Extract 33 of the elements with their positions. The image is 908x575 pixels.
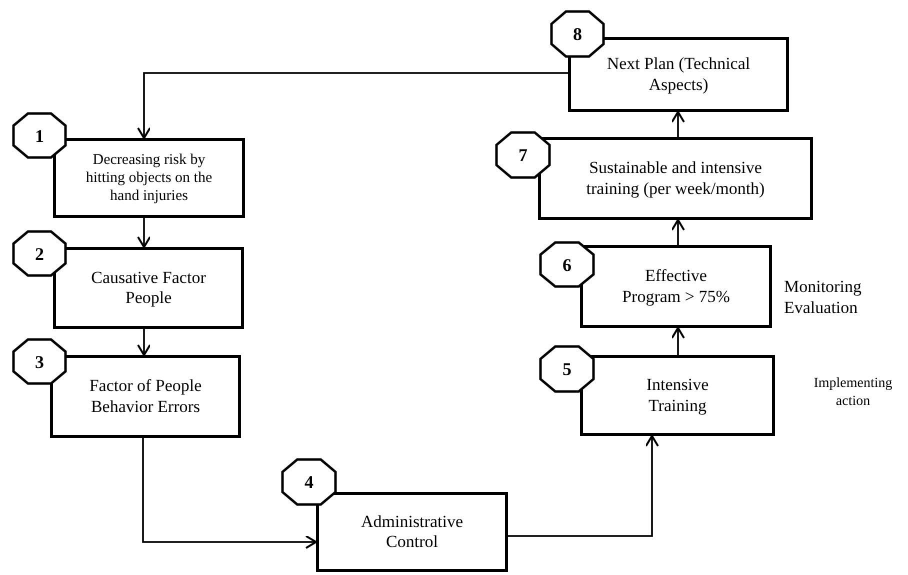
- side-note: Implementing action: [812, 375, 894, 410]
- box-text: Next Plan (Technical Aspects): [606, 54, 752, 95]
- process-box: [580, 355, 775, 436]
- box-text: Causative Factor People: [90, 268, 207, 308]
- arrow: [137, 218, 151, 248]
- box-text: Effective Program > 75%: [621, 266, 731, 307]
- box-text: Sustainable and intensive training (per week/month): [585, 158, 766, 199]
- arrow: [671, 111, 685, 137]
- arrow: [671, 327, 685, 355]
- box-text: Administrative Control: [360, 512, 464, 552]
- step-number-octagon: 7: [495, 131, 551, 179]
- process-box: [53, 247, 244, 329]
- arrow: [508, 435, 659, 537]
- box-text: Decreasing risk by hitting objects on the hand injuries: [84, 151, 214, 205]
- arrow: [671, 219, 685, 245]
- box-text: Intensive Training: [645, 375, 710, 416]
- step-number-octagon: 5: [539, 345, 595, 393]
- step-number-octagon: 2: [12, 230, 67, 277]
- step-number-octagon: 6: [539, 241, 595, 288]
- process-box: [50, 355, 241, 438]
- arrow: [142, 438, 317, 549]
- process-box: [580, 245, 772, 328]
- box-text: Factor of People Behavior Errors: [88, 376, 203, 417]
- arrow: [137, 329, 151, 356]
- process-box: [316, 492, 508, 572]
- step-number-octagon: 1: [12, 112, 67, 159]
- arrow: [137, 72, 568, 139]
- side-note: Monitoring Evaluation: [784, 276, 862, 318]
- process-box: [53, 138, 245, 218]
- step-number-octagon: 4: [281, 458, 337, 506]
- process-box: [538, 137, 813, 220]
- step-number-octagon: 3: [12, 338, 67, 385]
- step-number-octagon: 8: [550, 10, 605, 58]
